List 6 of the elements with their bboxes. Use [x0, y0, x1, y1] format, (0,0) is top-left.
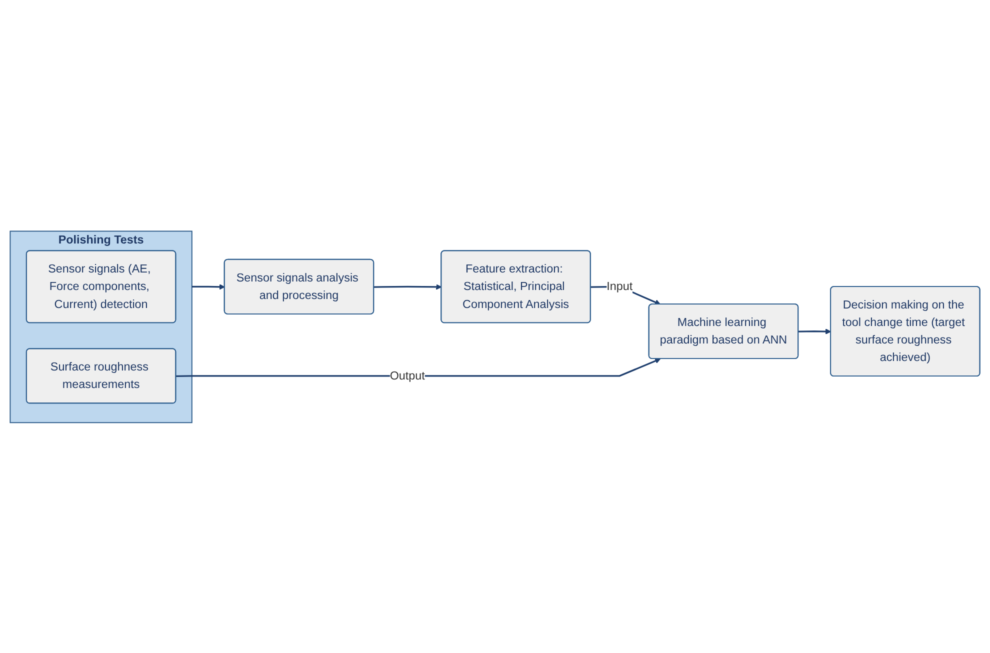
- arrow: [192, 284, 225, 290]
- arrow: [798, 328, 832, 334]
- arrow: [176, 358, 661, 377]
- arrow: [374, 284, 442, 290]
- edge-label: Output: [390, 368, 425, 382]
- edge-label: Input: [606, 279, 633, 292]
